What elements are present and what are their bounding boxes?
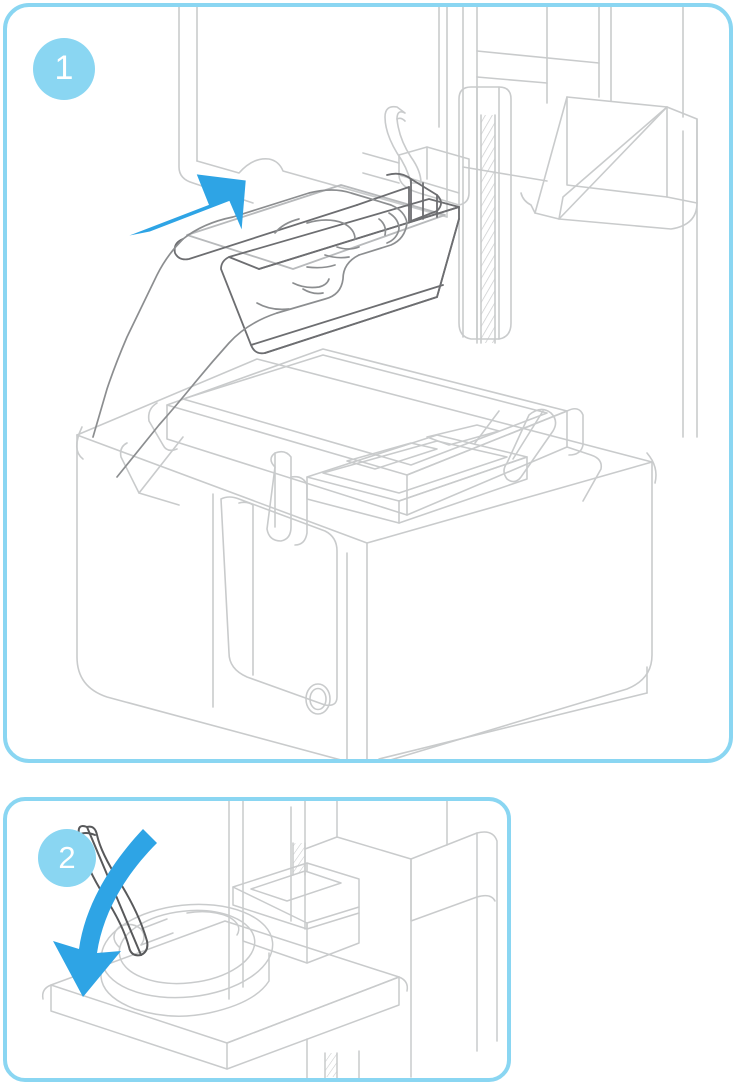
step-number: 2 (58, 839, 76, 875)
locking-lever (384, 105, 422, 184)
printer-body (75, 358, 657, 759)
step-badge-2: 2 (38, 829, 96, 887)
build-platform-top (41, 920, 409, 1070)
resin-tank (147, 348, 584, 546)
printer-scene-step-1 (75, 7, 698, 759)
printer-back-wall (228, 801, 498, 1078)
instruction-panel-step-1: 1 (3, 3, 733, 763)
hand (92, 189, 408, 478)
instruction-panel-step-2: 2 (3, 797, 511, 1082)
step-badge-1: 1 (33, 38, 95, 100)
tank-tray (119, 436, 603, 506)
arrow-insert-platform (129, 174, 246, 236)
arrow-rotate-lever (53, 829, 157, 997)
front-button (305, 683, 331, 715)
platform-carrier (232, 862, 360, 964)
step-number: 1 (54, 49, 74, 87)
build-platform (173, 172, 460, 355)
printer-scene-step-2 (41, 801, 498, 1078)
